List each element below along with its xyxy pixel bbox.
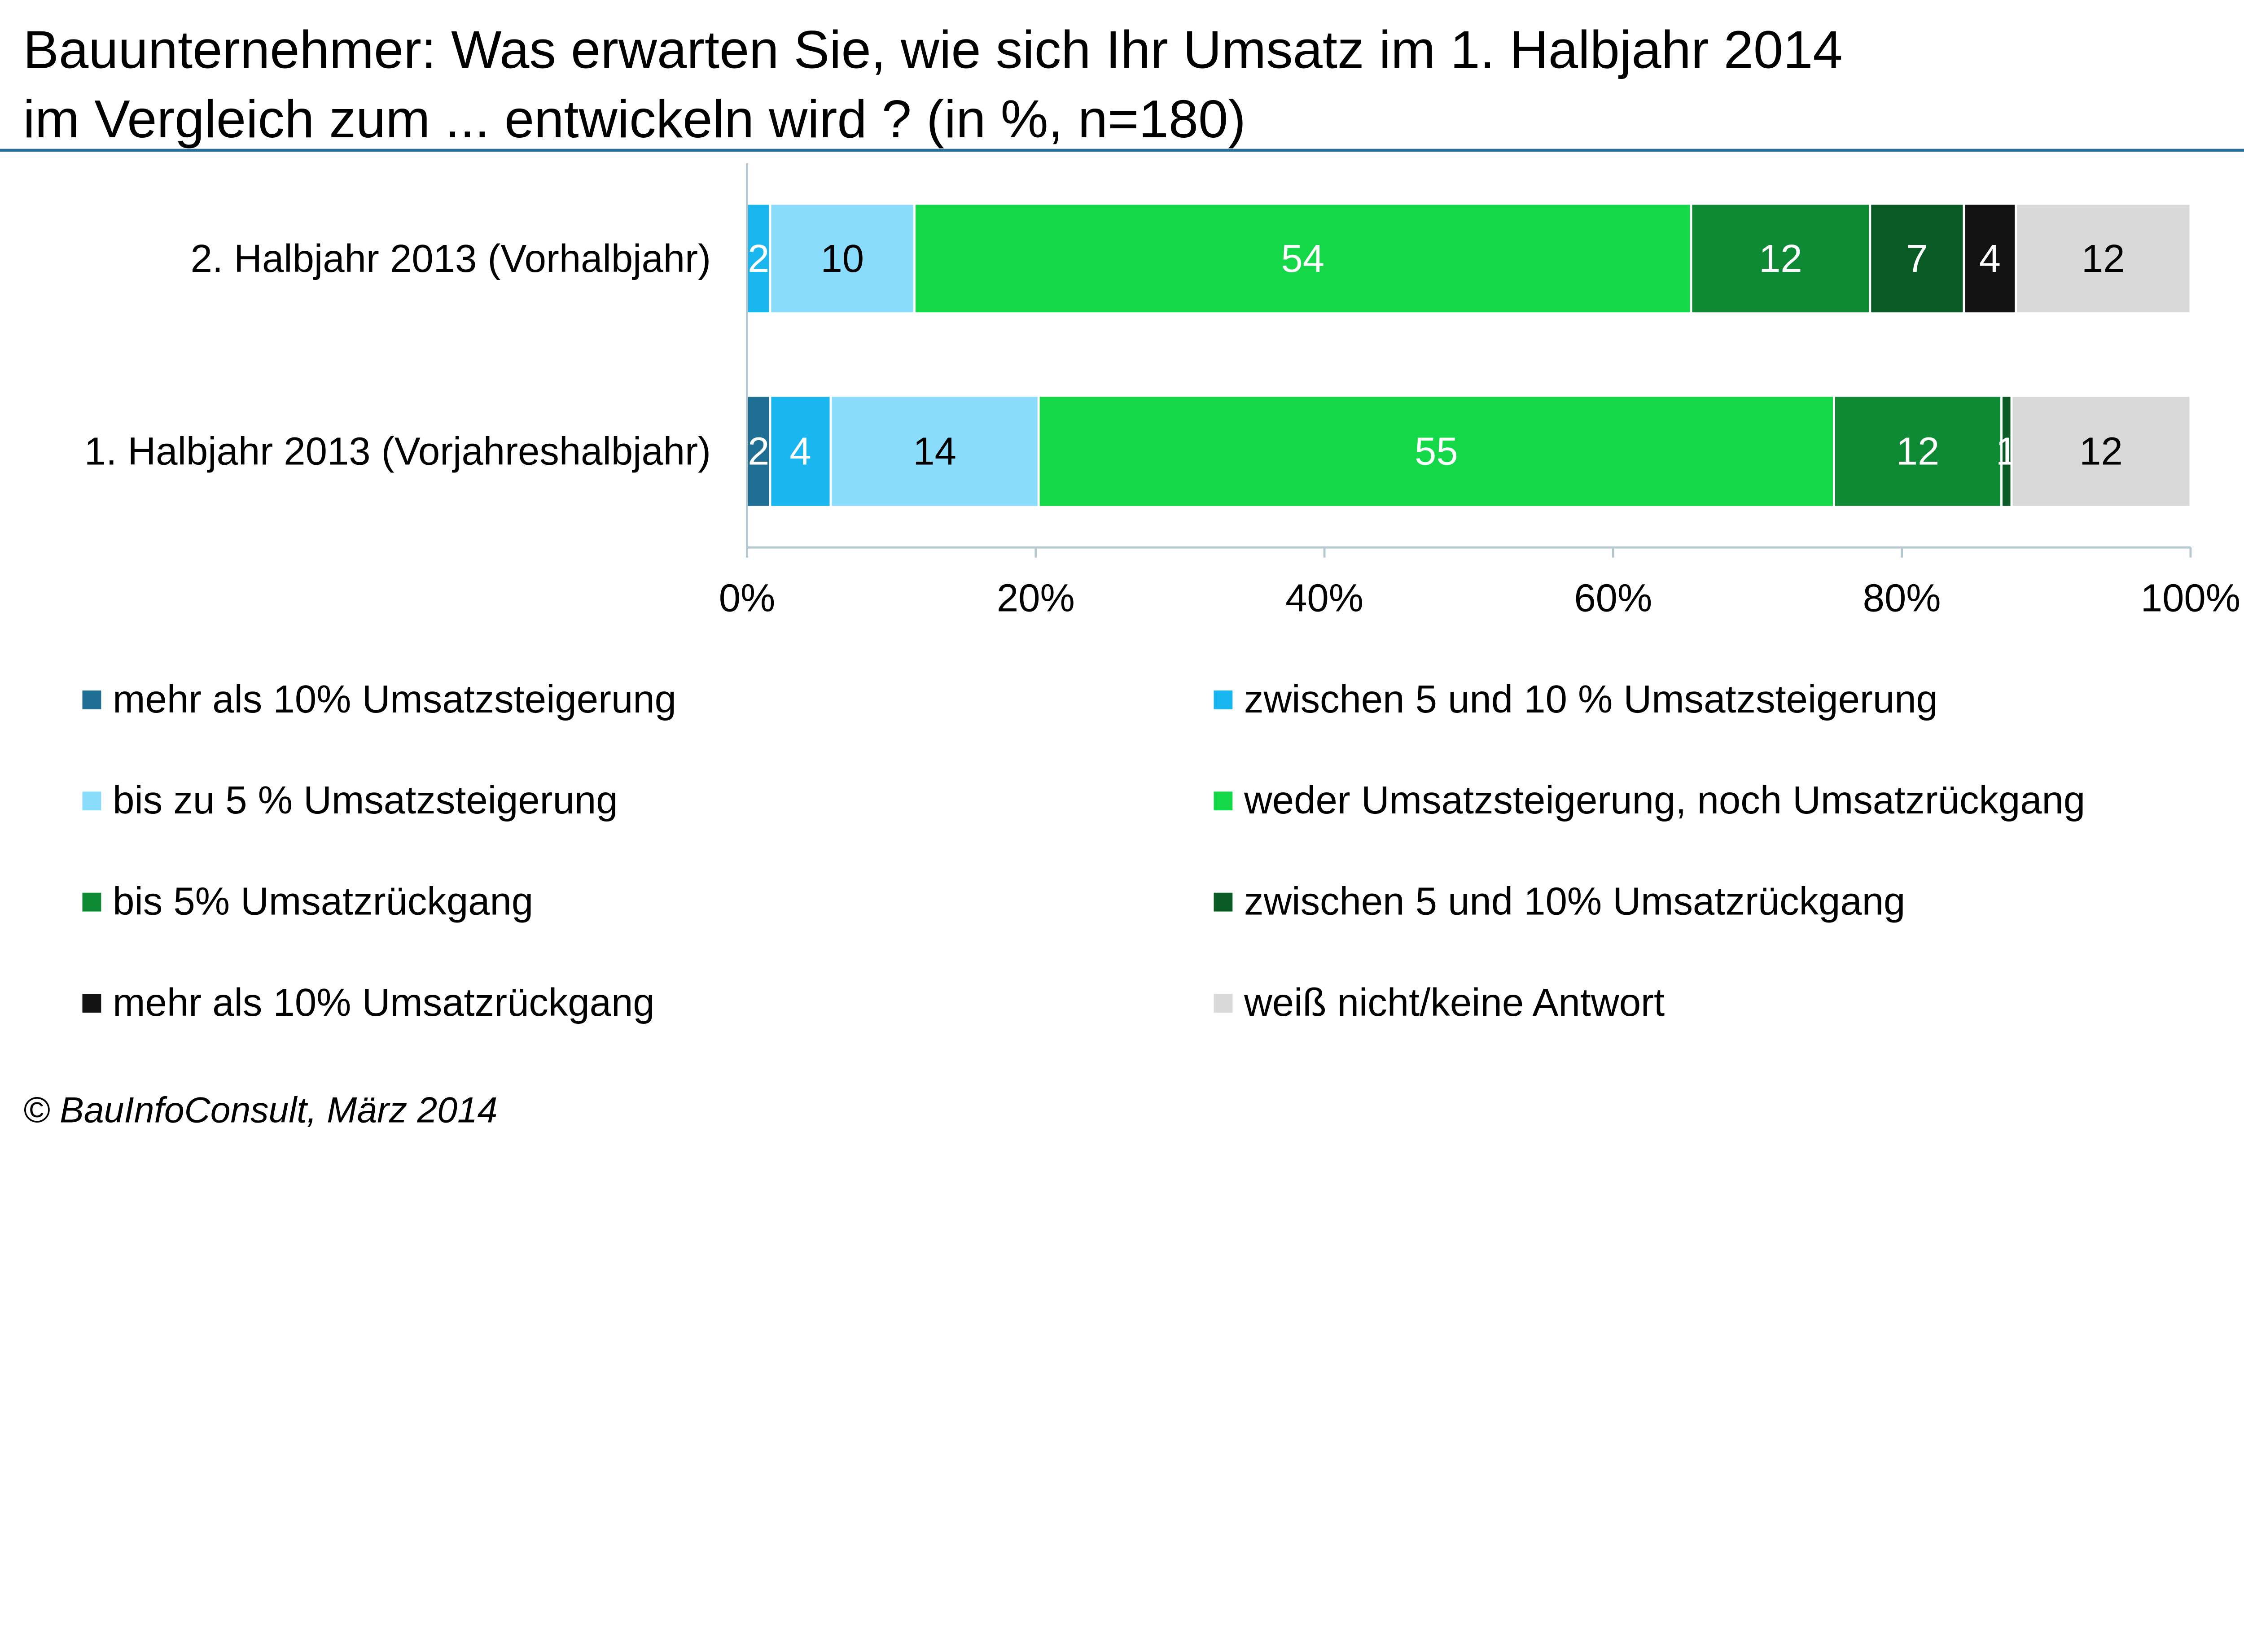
x-tick-label: 80% bbox=[1863, 576, 1941, 620]
data-label: 4 bbox=[789, 430, 811, 473]
legend-label: bis 5% Umsatzrückgang bbox=[113, 880, 533, 923]
legend-swatch bbox=[82, 994, 101, 1013]
legend-swatch bbox=[1214, 892, 1233, 912]
data-label: 54 bbox=[1281, 237, 1324, 280]
x-tick-label: 40% bbox=[1285, 576, 1363, 620]
legend-label: mehr als 10% Umsatzrückgang bbox=[113, 981, 655, 1024]
bar-segment bbox=[1037, 394, 1835, 508]
source-credit: © BauInfoConsult, März 2014 bbox=[23, 1090, 498, 1131]
legend-swatch bbox=[1214, 791, 1233, 811]
legend-label: weder Umsatzsteigerung, noch Umsatzrückg… bbox=[1244, 778, 2085, 822]
bar-segment bbox=[1869, 202, 1965, 315]
data-label: 2 bbox=[748, 237, 769, 280]
page: Bauunternehmer: Was erwarten Sie, wie si… bbox=[0, 20, 2244, 1131]
bar-segment bbox=[1963, 202, 2017, 315]
stacked-bar-chart: 2. Halbjahr 2013 (Vorhalbjahr) 1. Halbjah… bbox=[82, 163, 2240, 1024]
x-tick-label: 60% bbox=[1574, 576, 1652, 620]
legend-label: zwischen 5 und 10% Umsatzrückgang bbox=[1244, 880, 1905, 923]
data-label: 12 bbox=[1896, 430, 1940, 473]
bar-segment bbox=[829, 394, 1040, 508]
bar-segment bbox=[2010, 394, 2192, 508]
bar-segment bbox=[1833, 394, 2003, 508]
bar-segment bbox=[913, 202, 1692, 315]
title-divider bbox=[0, 149, 2244, 152]
data-label: 55 bbox=[1415, 430, 1458, 473]
bar-segment bbox=[769, 394, 832, 508]
bar-segment bbox=[769, 202, 916, 315]
x-tick-label: 0% bbox=[719, 576, 776, 620]
data-label: 2 bbox=[748, 430, 769, 473]
legend-label: bis zu 5 % Umsatzsteigerung bbox=[113, 778, 618, 822]
data-label: 10 bbox=[820, 237, 864, 280]
legend-swatch bbox=[82, 791, 101, 811]
data-label: 12 bbox=[1759, 237, 1802, 280]
data-label: 14 bbox=[913, 430, 956, 473]
legend-label: mehr als 10% Umsatzsteigerung bbox=[113, 677, 676, 721]
data-label: 12 bbox=[2079, 430, 2123, 473]
data-label: 7 bbox=[1906, 237, 1928, 280]
bar-segment bbox=[746, 394, 771, 508]
legend-swatch bbox=[82, 892, 101, 912]
legend-label: weiß nicht/keine Antwort bbox=[1244, 981, 1665, 1024]
legend-swatch bbox=[82, 690, 101, 709]
x-tick-label: 20% bbox=[997, 576, 1075, 620]
x-tick-label: 100% bbox=[2141, 576, 2240, 620]
data-label: 12 bbox=[2082, 237, 2125, 280]
legend-label: zwischen 5 und 10 % Umsatzsteigerung bbox=[1244, 677, 1938, 721]
category-label: 2. Halbjahr 2013 (Vorhalbjahr) bbox=[191, 237, 711, 280]
data-label: 4 bbox=[1979, 237, 2001, 280]
category-label: 1. Halbjahr 2013 (Vorjahreshalbjahr) bbox=[84, 430, 711, 473]
bar-segment bbox=[2015, 202, 2192, 315]
chart-title-line-1: Bauunternehmer: Was erwarten Sie, wie si… bbox=[23, 20, 1843, 80]
chart-title-line-2: im Vergleich zum ... entwickeln wird ? (… bbox=[23, 89, 1246, 149]
legend-swatch bbox=[1214, 994, 1233, 1013]
legend-swatch bbox=[1214, 690, 1233, 709]
